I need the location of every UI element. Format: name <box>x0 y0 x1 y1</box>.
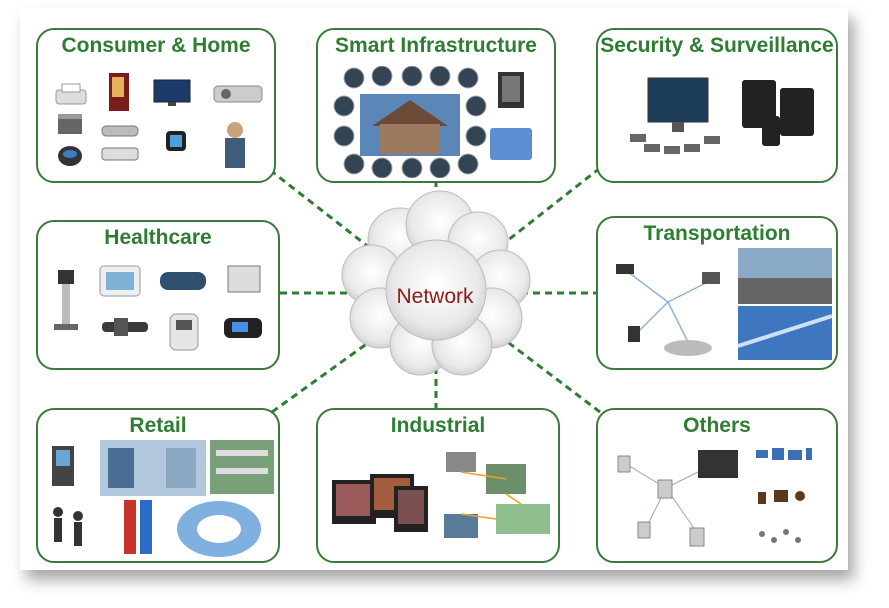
surveillance-monitor-icon <box>630 77 720 154</box>
smartwatch-icon <box>166 131 186 151</box>
remote-control-icon <box>101 125 139 137</box>
card-transportation: Transportation <box>596 216 838 370</box>
card-title: Security & Surveillance <box>600 34 834 57</box>
printer-icon <box>55 83 87 105</box>
store-display-icon <box>100 440 206 496</box>
tablet-icon <box>490 128 532 160</box>
card-title: Healthcare <box>104 226 212 249</box>
sensor-device-icon <box>160 272 206 290</box>
card-others: Others <box>596 408 838 563</box>
card-title: Industrial <box>390 414 486 437</box>
card-healthcare: Healthcare <box>36 220 280 370</box>
smart-home-icon <box>333 66 487 178</box>
control-panel-icon <box>498 72 524 108</box>
patient-monitor-icon <box>99 265 141 297</box>
application-icons <box>756 448 812 543</box>
card-industrial: Industrial <box>316 408 560 563</box>
factory-network-icon <box>444 452 550 538</box>
appliance-icon <box>58 146 82 166</box>
sensor-network-icon <box>617 450 738 547</box>
card-title: Retail <box>129 414 187 437</box>
washing-machine-icon <box>58 114 82 134</box>
connector-others <box>504 338 601 414</box>
connected-vehicle-icon <box>616 264 720 356</box>
glucose-meter-icon <box>169 313 199 351</box>
wrist-device-icon <box>102 318 148 336</box>
card-consumer-home: Consumer & Home <box>36 28 276 183</box>
kiosk-icon <box>52 446 74 486</box>
hmi-panels-icon <box>332 474 428 532</box>
connector-security <box>497 166 601 250</box>
traffic-map-icon <box>738 306 832 360</box>
mobile-devices-icon <box>742 80 814 146</box>
card-title: Smart Infrastructure <box>335 34 537 57</box>
card-title: Others <box>683 414 751 437</box>
network-label: Network <box>396 285 474 308</box>
card-security-surveillance: Security & Surveillance <box>596 28 838 183</box>
vending-machine-icon <box>109 73 129 111</box>
person-device-icon <box>225 122 245 168</box>
keyboard-icon <box>101 147 139 161</box>
pulse-oximeter-icon <box>224 318 262 338</box>
card-title: Transportation <box>643 222 791 245</box>
card-retail: Retail <box>36 408 280 563</box>
road-city-icon <box>738 248 832 304</box>
network-cloud <box>341 190 531 376</box>
television-icon <box>153 79 191 106</box>
store-shelves-icon <box>210 440 274 494</box>
projector-icon <box>213 85 263 103</box>
card-smart-infrastructure: Smart Infrastructure <box>316 28 556 183</box>
connector-retail <box>271 338 373 414</box>
connector-consumer <box>269 168 371 250</box>
vending-kiosk-icon <box>124 500 152 554</box>
retail-cycle-icon <box>177 501 261 557</box>
shoppers-icon <box>53 507 83 546</box>
card-title: Consumer & Home <box>61 34 251 57</box>
medical-cart-icon <box>54 270 78 330</box>
touchscreen-icon <box>227 265 261 293</box>
